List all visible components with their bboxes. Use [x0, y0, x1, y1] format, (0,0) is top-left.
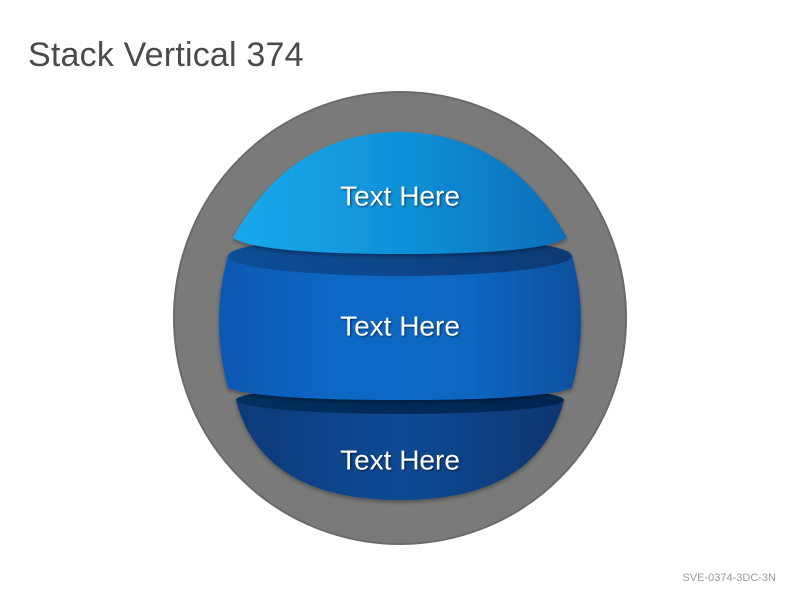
slide-title: Stack Vertical 374: [28, 36, 304, 74]
segment-bottom-label: Text Here: [340, 444, 460, 475]
segment-top: [233, 132, 567, 254]
slide-code: SVE-0374-3DC-3N: [682, 572, 776, 584]
segment-top-label: Text Here: [340, 180, 460, 211]
segment-middle-label: Text Here: [340, 310, 460, 341]
